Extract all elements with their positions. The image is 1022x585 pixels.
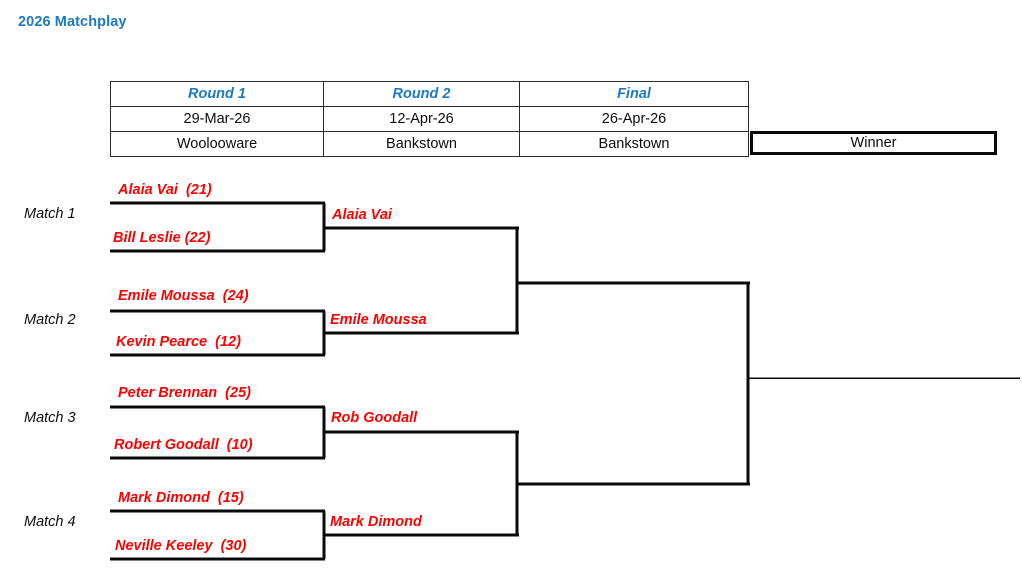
- player-m2-bottom: Kevin Pearce (12): [116, 334, 241, 350]
- r2-winner-upper-bottom: Emile Moussa: [330, 312, 427, 328]
- round-venue-3: Bankstown: [519, 131, 749, 157]
- page-title: 2026 Matchplay: [18, 14, 127, 30]
- player-m1-bottom: Bill Leslie (22): [113, 230, 211, 246]
- round-header-3: Final: [519, 81, 749, 107]
- player-m4-bottom: Neville Keeley (30): [115, 538, 247, 554]
- player-m2-top: Emile Moussa (24): [118, 288, 249, 304]
- r2-winner-lower-top: Rob Goodall: [331, 410, 418, 426]
- match-label-4: Match 4: [24, 514, 76, 530]
- round-header-2: Round 2: [323, 81, 520, 107]
- winner-box: Winner: [750, 131, 997, 155]
- schedule-table: Round 1 Round 2 Final 29-Mar-26 12-Apr-2…: [110, 81, 749, 157]
- match-label-2: Match 2: [24, 312, 76, 328]
- player-m3-bottom: Robert Goodall (10): [114, 437, 253, 453]
- round-date-2: 12-Apr-26: [323, 106, 520, 132]
- match-label-3: Match 3: [24, 410, 76, 426]
- player-m3-top: Peter Brennan (25): [118, 385, 251, 401]
- table-row-round-headers: Round 1 Round 2 Final: [110, 81, 749, 107]
- table-row-venues: Woolooware Bankstown Bankstown: [110, 131, 749, 157]
- player-m4-top: Mark Dimond (15): [118, 490, 244, 506]
- player-m1-top: Alaia Vai (21): [118, 182, 212, 198]
- r2-winner-lower-bottom: Mark Dimond: [330, 514, 422, 530]
- round-venue-2: Bankstown: [323, 131, 520, 157]
- round-venue-1: Woolooware: [110, 131, 324, 157]
- r2-winner-upper-top: Alaia Vai: [332, 207, 392, 223]
- match-label-1: Match 1: [24, 206, 76, 222]
- winner-label: Winner: [850, 135, 897, 151]
